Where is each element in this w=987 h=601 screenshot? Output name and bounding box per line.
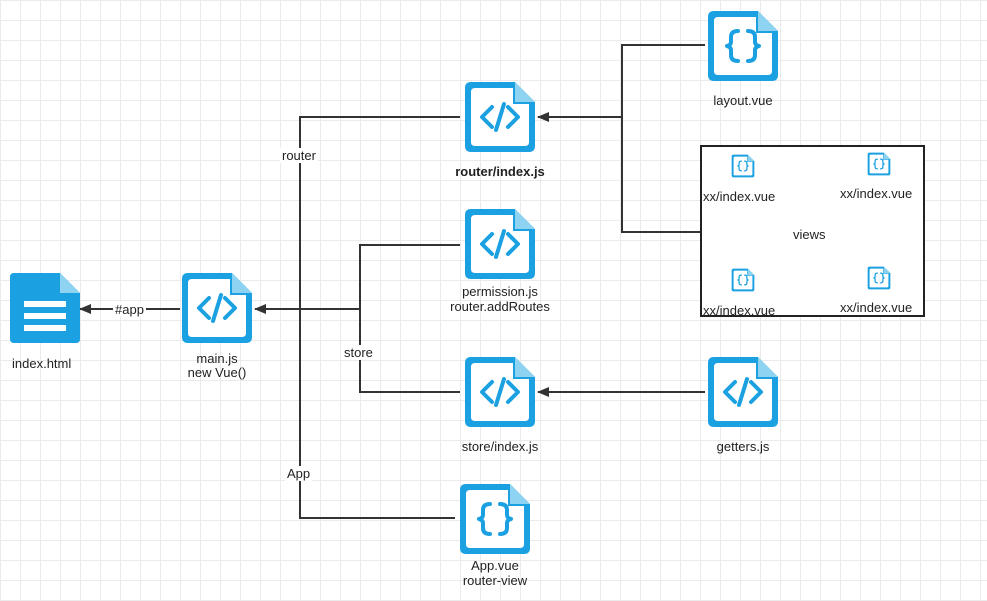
layout-vue-label: layout.vue (713, 93, 773, 108)
app-vue-label: App.vue (471, 558, 519, 573)
router-index-label: router/index.js (455, 164, 545, 179)
views-item-label: xx/index.vue (840, 186, 913, 201)
permission-js-label: permission.js (462, 284, 538, 299)
code-file-icon (463, 80, 537, 154)
json-file-icon (867, 152, 891, 176)
json-file-icon (706, 9, 780, 83)
views-item-label: xx/index.vue (703, 189, 776, 204)
store-index-label: store/index.js (461, 439, 539, 454)
code-file-icon (180, 271, 254, 345)
edge-layout-to-router (537, 44, 705, 122)
app-vue-sublabel: router-view (462, 573, 528, 588)
code-file-icon (706, 355, 780, 429)
permission-js-sublabel: router.addRoutes (450, 299, 550, 314)
app-vue-edge-label: App (285, 466, 313, 481)
code-file-icon (463, 355, 537, 429)
edge-permission-to-main (255, 244, 460, 310)
store-edge-label: store (342, 345, 375, 360)
index-html-label: index.html (12, 356, 72, 371)
views-item-label: xx/index.vue (840, 300, 913, 315)
edge-store-to-main (359, 309, 460, 393)
json-file-icon (731, 268, 755, 292)
json-file-icon (867, 266, 891, 290)
code-file-icon (463, 207, 537, 281)
main-js-sublabel: new Vue() (187, 365, 247, 380)
edge-router-to-main (254, 116, 460, 314)
views-item-label: xx/index.vue (703, 303, 776, 318)
edge-app-to-main (299, 309, 455, 519)
views-label: views (793, 227, 826, 242)
edge-views-to-router (621, 117, 700, 233)
document-icon (10, 273, 80, 343)
router-edge-label: router (280, 148, 318, 163)
main-js-label: main.js (196, 351, 238, 366)
getters-js-label: getters.js (716, 439, 770, 454)
app-edge-label: #app (113, 302, 146, 317)
json-file-icon (458, 482, 532, 556)
json-file-icon (731, 154, 755, 178)
